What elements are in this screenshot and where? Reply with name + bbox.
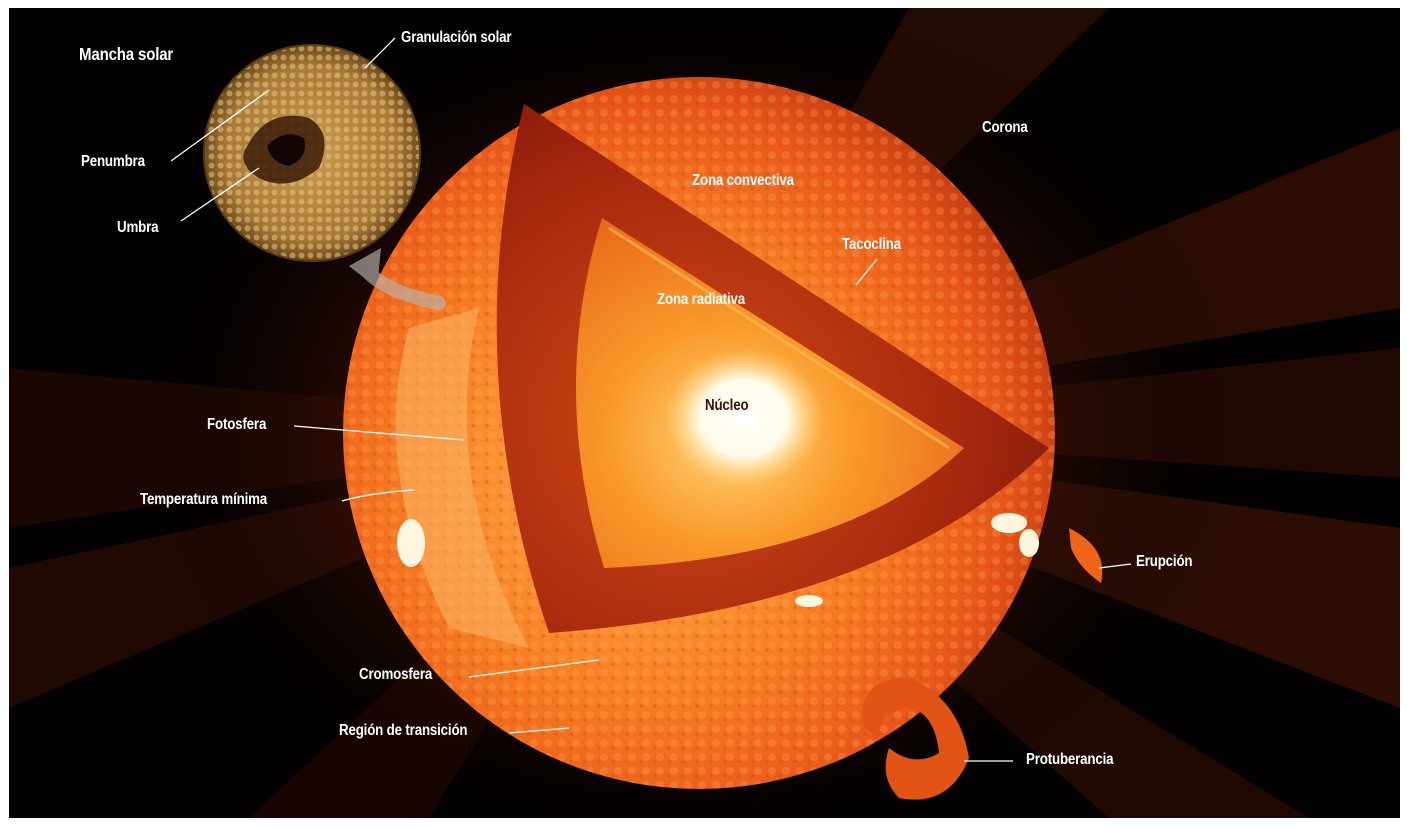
label-penumbra: Penumbra [81, 153, 145, 171]
diagram-panel: Mancha solar Granulación solar Penumbra … [9, 8, 1400, 818]
label-zona-radiativa: Zona radiativa [657, 291, 745, 309]
label-corona: Corona [982, 119, 1028, 137]
label-temperatura-minima: Temperatura mínima [140, 491, 267, 509]
label-tacoclina: Tacoclina [842, 236, 901, 254]
label-granulacion-solar: Granulación solar [401, 29, 511, 47]
core-glow [664, 348, 824, 488]
label-cromosfera: Cromosfera [359, 666, 432, 684]
leader-granulacion [365, 38, 395, 68]
sunspot-inset [204, 45, 420, 261]
label-nucleo: Núcleo [705, 397, 748, 415]
label-protuberancia: Protuberancia [1026, 751, 1113, 769]
label-umbra: Umbra [117, 219, 158, 237]
label-zona-convectiva: Zona convectiva [692, 172, 794, 190]
label-fotosfera: Fotosfera [207, 416, 266, 434]
label-erupcion: Erupción [1136, 553, 1192, 571]
label-region-de-transicion: Región de transición [339, 722, 467, 740]
label-mancha-solar: Mancha solar [79, 45, 173, 63]
